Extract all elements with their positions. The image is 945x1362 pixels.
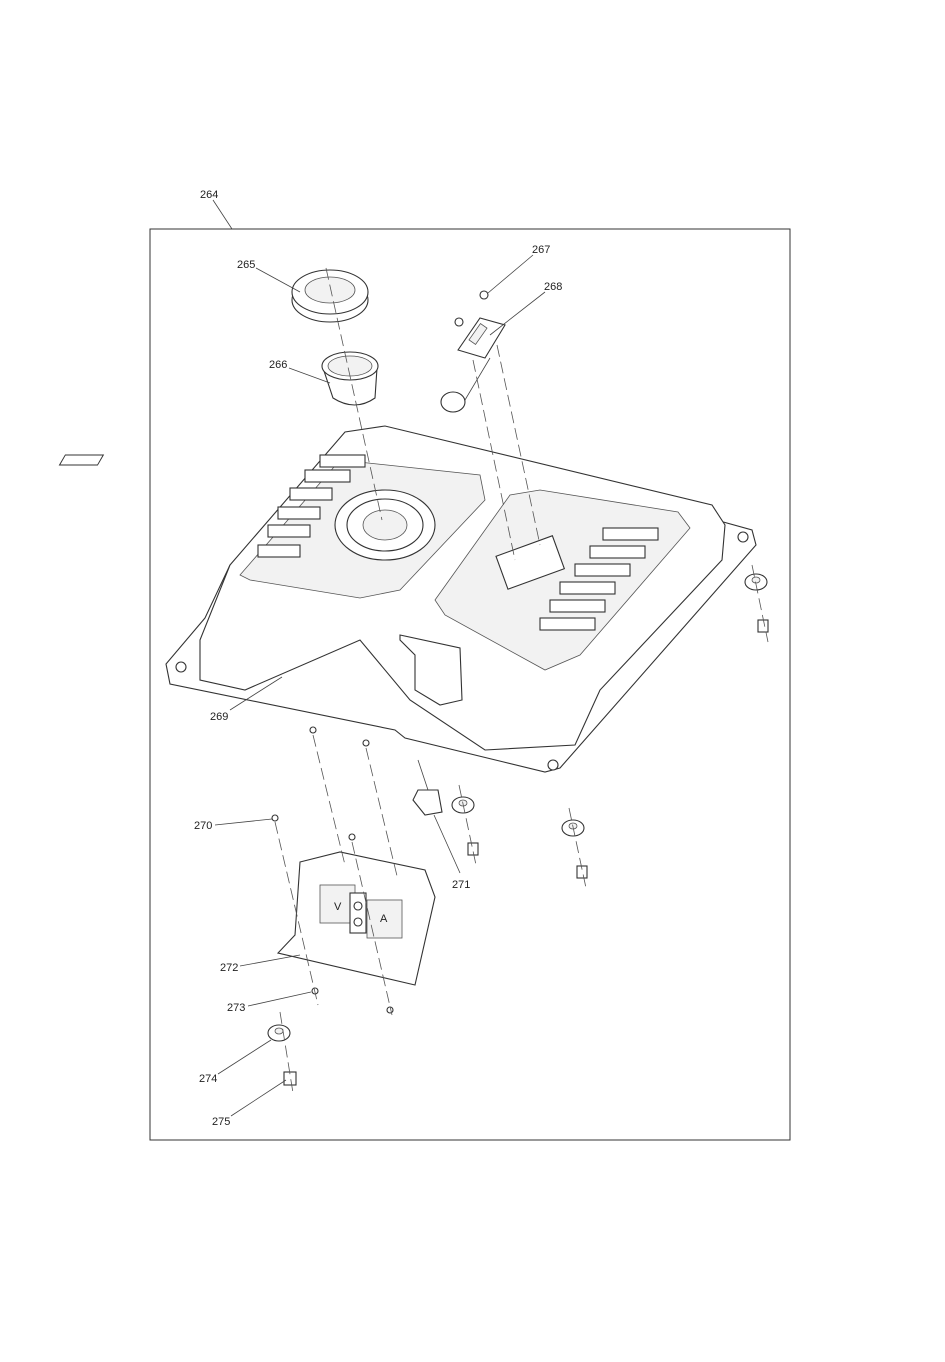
fuel-gauge	[440, 290, 506, 413]
gauge-mount	[495, 535, 566, 590]
meter-panel: V A	[276, 851, 436, 986]
grommet-lower	[267, 1024, 297, 1086]
assembly-lines	[274, 267, 769, 1094]
callout-265: 265	[237, 259, 255, 271]
fuel-valve	[412, 759, 443, 816]
callout-274: 274	[199, 1073, 217, 1085]
tank-bracket	[399, 634, 463, 706]
grommet-right	[451, 573, 769, 879]
callout-267: 267	[532, 244, 550, 256]
callout-264: 264	[200, 189, 218, 201]
callout-270: 270	[194, 820, 212, 832]
filler-neck-opening	[334, 489, 436, 561]
callout-273: 273	[227, 1002, 245, 1014]
ammeter-label: A	[380, 913, 388, 925]
callout-268: 268	[544, 281, 562, 293]
callout-272: 272	[220, 962, 238, 974]
callout-266: 266	[269, 359, 287, 371]
callout-275: 275	[212, 1116, 230, 1128]
diagram-frame	[149, 228, 791, 1141]
vent-slots-left	[58, 454, 366, 558]
fuel-strainer	[321, 351, 379, 406]
leader-lines	[212, 199, 546, 1117]
callout-271: 271	[452, 879, 470, 891]
voltmeter-label: V	[334, 901, 342, 913]
vent-slots-right	[539, 527, 659, 631]
callout-269: 269	[210, 711, 228, 723]
fuel-cap	[291, 269, 369, 323]
